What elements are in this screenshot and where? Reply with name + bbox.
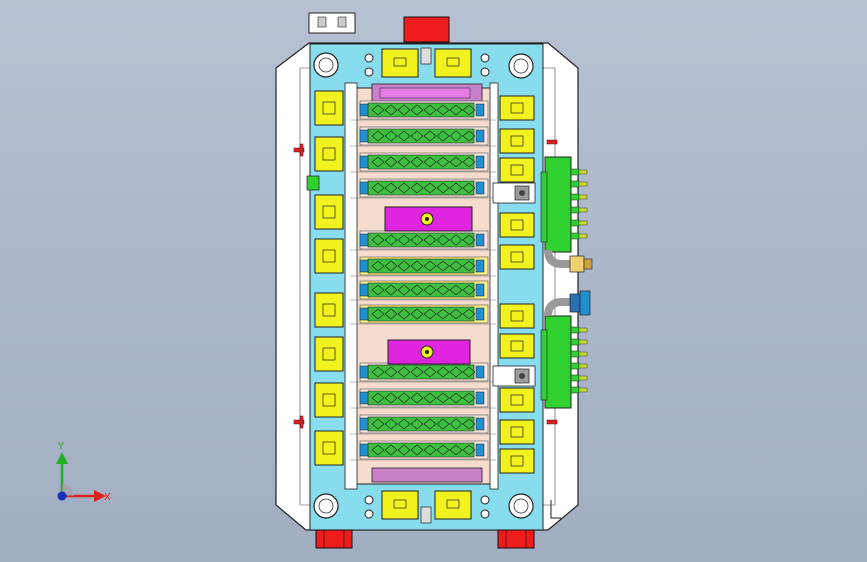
top-red-sprue-bushing[interactable] [403,16,450,43]
upper-slider[interactable] [384,206,473,232]
right-connector-8[interactable] [499,387,535,413]
water-nipple-1[interactable] [570,168,588,176]
water-nipples[interactable] [570,168,588,394]
water-nipple-12[interactable] [570,386,588,394]
bottom-yellow-connectors[interactable] [364,490,490,524]
water-nipple-10[interactable] [570,362,588,370]
water-nipple-3[interactable] [570,193,588,201]
x-axis-label: X [104,492,111,503]
insert-left-rail [344,82,358,490]
cavity-row-5 [350,230,496,251]
bottom-right-red-foot[interactable] [497,529,535,549]
left-connector-8[interactable] [314,430,358,466]
cavity-row-7 [350,280,496,301]
water-nipple-11[interactable] [570,374,588,382]
top-yellow-connectors[interactable] [364,47,490,78]
top-lifting-lug[interactable] [308,12,356,34]
bottom-runner-header [371,467,483,483]
right-connector-7[interactable] [499,333,535,359]
right-connector-10[interactable] [499,448,535,474]
right-red-stopper-lower[interactable] [546,419,558,425]
left-yellow-connectors[interactable] [314,90,358,466]
insert-right-rail [489,82,499,490]
y-axis-label: Y [57,441,65,452]
right-yellow-connectors[interactable] [499,95,535,474]
corner-mark [550,500,561,519]
water-nipple-8[interactable] [570,338,588,346]
water-nipple-5[interactable] [570,219,588,227]
upper-gray-mechanism[interactable] [492,182,536,204]
lower-gray-mechanism[interactable] [492,365,536,387]
lower-water-manifold[interactable] [540,315,572,409]
water-nipple-6[interactable] [570,232,588,240]
z-axis-dot [57,491,67,501]
left-red-stopper-lower[interactable] [293,415,305,429]
cavity-row-9 [350,362,496,383]
cavity-row-6 [350,256,496,277]
cavity-row-4 [350,178,496,199]
bottom-left-red-foot[interactable] [315,529,353,549]
right-connector-4[interactable] [499,212,535,238]
guide-pillar-bottom-left[interactable] [313,493,339,519]
right-connector-2[interactable] [499,128,535,154]
lower-slider[interactable] [387,339,471,365]
right-connector-5[interactable] [499,244,535,270]
cavity-row-2 [350,126,496,147]
cavity-row-11 [350,414,496,435]
cavity-row-3 [350,152,496,173]
right-connector-1[interactable] [499,95,535,121]
upper-elbow-fitting[interactable] [544,249,593,273]
cavity-rows [350,100,496,461]
guide-pillar-top-right[interactable] [508,53,534,79]
right-connector-6[interactable] [499,303,535,329]
guide-pillar-top-left[interactable] [313,52,339,78]
cavity-row-1 [350,100,496,121]
water-nipple-7[interactable] [570,326,588,334]
guide-pillar-bottom-right[interactable] [508,493,534,519]
right-connector-9[interactable] [499,419,535,445]
left-red-stopper-upper[interactable] [293,143,305,157]
cavity-row-10 [350,388,496,409]
cavity-row-12 [350,440,496,461]
water-nipple-2[interactable] [570,180,588,188]
lower-elbow-fitting[interactable] [544,290,591,317]
right-red-stopper-upper[interactable] [546,139,558,145]
left-green-plug[interactable] [306,175,320,191]
water-nipple-9[interactable] [570,350,588,358]
axis-triad[interactable]: Y X [48,438,118,508]
cavity-row-8 [350,304,496,325]
water-nipple-4[interactable] [570,206,588,214]
upper-water-manifold[interactable] [540,156,572,253]
right-connector-3[interactable] [499,157,535,183]
